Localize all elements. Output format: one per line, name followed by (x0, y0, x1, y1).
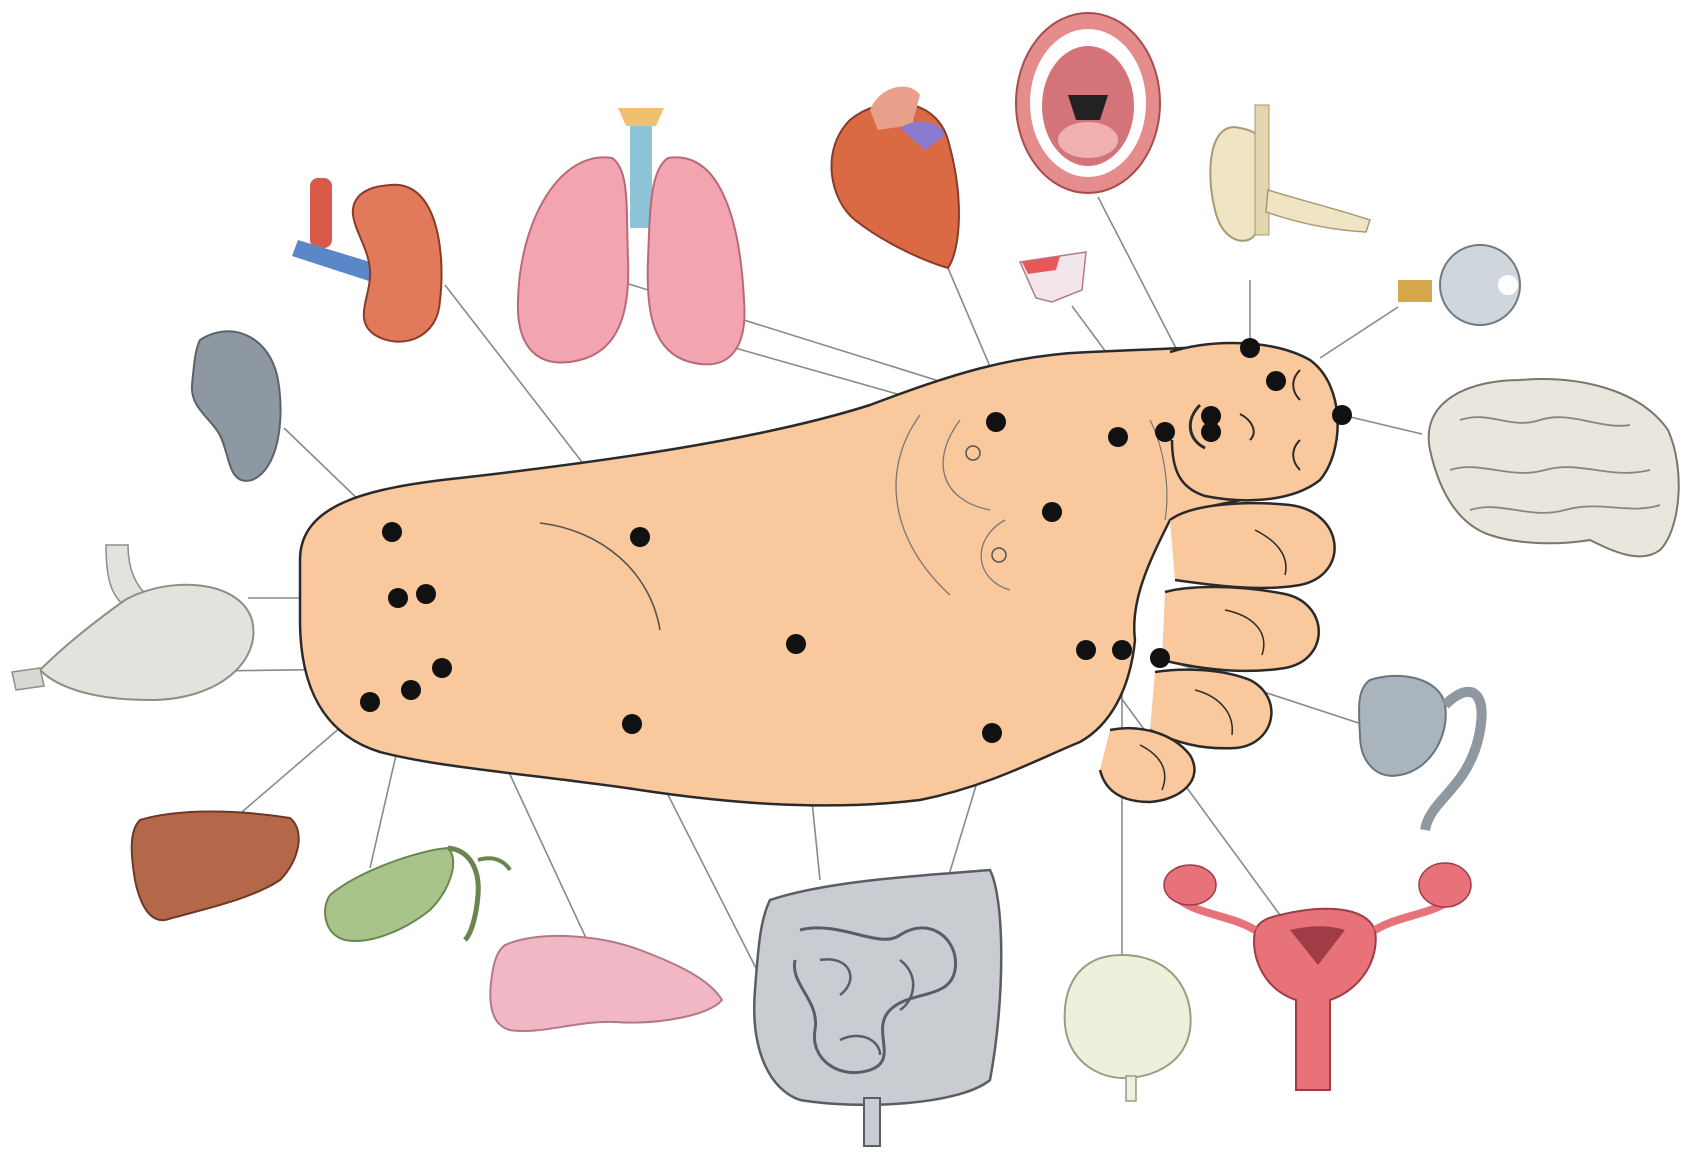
reflex-point (1332, 405, 1352, 425)
reflex-point (1201, 422, 1221, 442)
reflex-point (786, 634, 806, 654)
bladder-shape (1065, 955, 1191, 1078)
toe-2 (1170, 503, 1335, 588)
reflex-point (401, 680, 421, 700)
urethra (1126, 1076, 1136, 1101)
mouth-icon (1016, 13, 1160, 193)
reflex-point (1240, 338, 1260, 358)
reflex-point (388, 588, 408, 608)
renal-artery (310, 178, 332, 248)
reflex-point (986, 412, 1006, 432)
reflex-point (982, 723, 1002, 743)
tongue (1058, 122, 1118, 158)
reflex-point (1266, 371, 1286, 391)
optic-nerve (1398, 280, 1432, 302)
reflex-point (622, 714, 642, 734)
reflex-point (1108, 427, 1128, 447)
duodenum (12, 668, 44, 690)
trachea-top (618, 108, 664, 126)
reflex-point (360, 692, 380, 712)
trachea (630, 118, 652, 228)
reflex-point (1155, 422, 1175, 442)
reflex-point (416, 584, 436, 604)
rectum (864, 1098, 880, 1146)
large-intestine (754, 870, 1001, 1105)
reflex-point (382, 522, 402, 542)
reflex-point (630, 527, 650, 547)
big-toe (1170, 343, 1338, 500)
eye-lens (1498, 275, 1518, 295)
reflex-point (1076, 640, 1096, 660)
ear-canal (1255, 105, 1269, 235)
reflex-point (432, 658, 452, 678)
toe-3 (1162, 587, 1319, 671)
reflex-point (1112, 640, 1132, 660)
ovary (1419, 863, 1471, 907)
ovary (1164, 865, 1216, 905)
reflex-point (1042, 502, 1062, 522)
reflex-point (1150, 648, 1170, 668)
